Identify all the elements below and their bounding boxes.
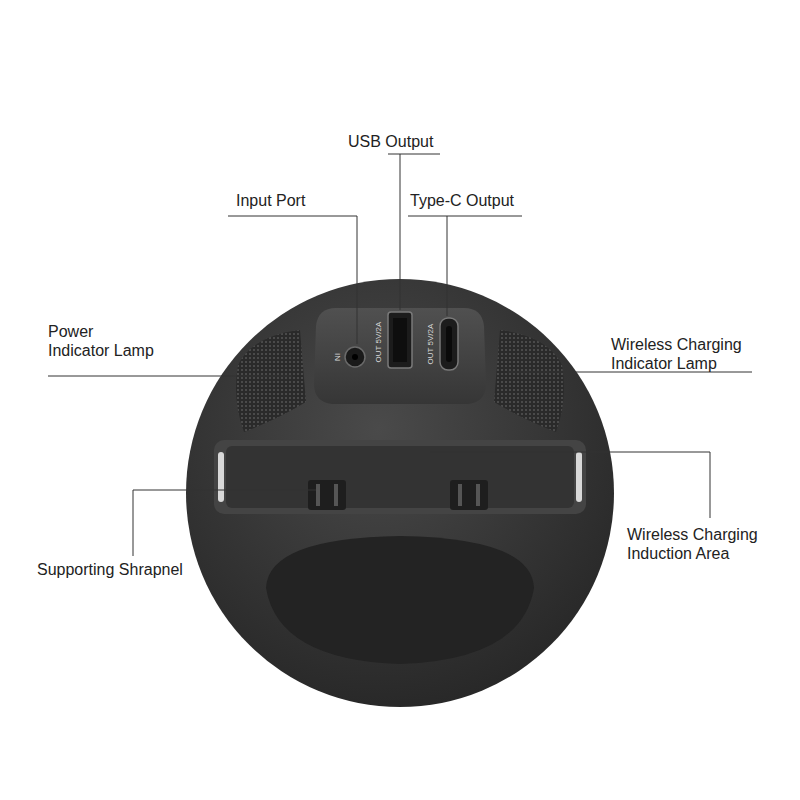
- leader-line: [447, 216, 448, 316]
- slot-highlight: [218, 452, 224, 502]
- callout-label: Wireless Charging Indicator Lamp: [611, 335, 756, 373]
- usb-port: [388, 312, 412, 368]
- clip-detail: [458, 484, 462, 506]
- right-grille: [494, 330, 564, 432]
- shrapnel-clip: [308, 480, 346, 510]
- clip-detail: [334, 484, 338, 506]
- clip-detail: [476, 484, 480, 506]
- shrapnel-clip: [450, 480, 488, 510]
- input-port-hole: [352, 354, 358, 360]
- leader-line: [400, 154, 401, 310]
- slot-highlight: [576, 452, 582, 502]
- slot-rim: [214, 440, 586, 514]
- callout-label: Type-C Output: [410, 191, 514, 210]
- leader-line: [228, 216, 357, 344]
- slot-band: [226, 446, 574, 508]
- callout-label: Power Indicator Lamp: [48, 322, 158, 360]
- port-marking: IN: [333, 353, 342, 361]
- port-marking: OUT 5V/2A: [374, 322, 383, 363]
- input-port: [345, 347, 365, 367]
- leader-line: [430, 452, 710, 518]
- callout-label: USB Output: [348, 132, 433, 151]
- port-marking: OUT 5V/2A: [426, 324, 435, 365]
- type-c-port: [440, 318, 458, 370]
- leader-line: [133, 490, 316, 556]
- type-c-port-inner: [446, 326, 452, 362]
- leader-line: [388, 154, 440, 155]
- usb-port-inner: [393, 318, 407, 362]
- leader-line: [48, 376, 292, 377]
- leader-line: [408, 216, 522, 217]
- port-panel: [314, 308, 486, 404]
- thumb-rest: [266, 536, 534, 664]
- callout-label: Input Port: [236, 191, 305, 210]
- left-grille: [236, 330, 306, 432]
- callout-label: Wireless Charging Induction Area: [627, 525, 772, 563]
- clip-detail: [316, 484, 320, 506]
- device-body: [186, 279, 614, 707]
- callout-label: Supporting Shrapnel: [37, 560, 183, 579]
